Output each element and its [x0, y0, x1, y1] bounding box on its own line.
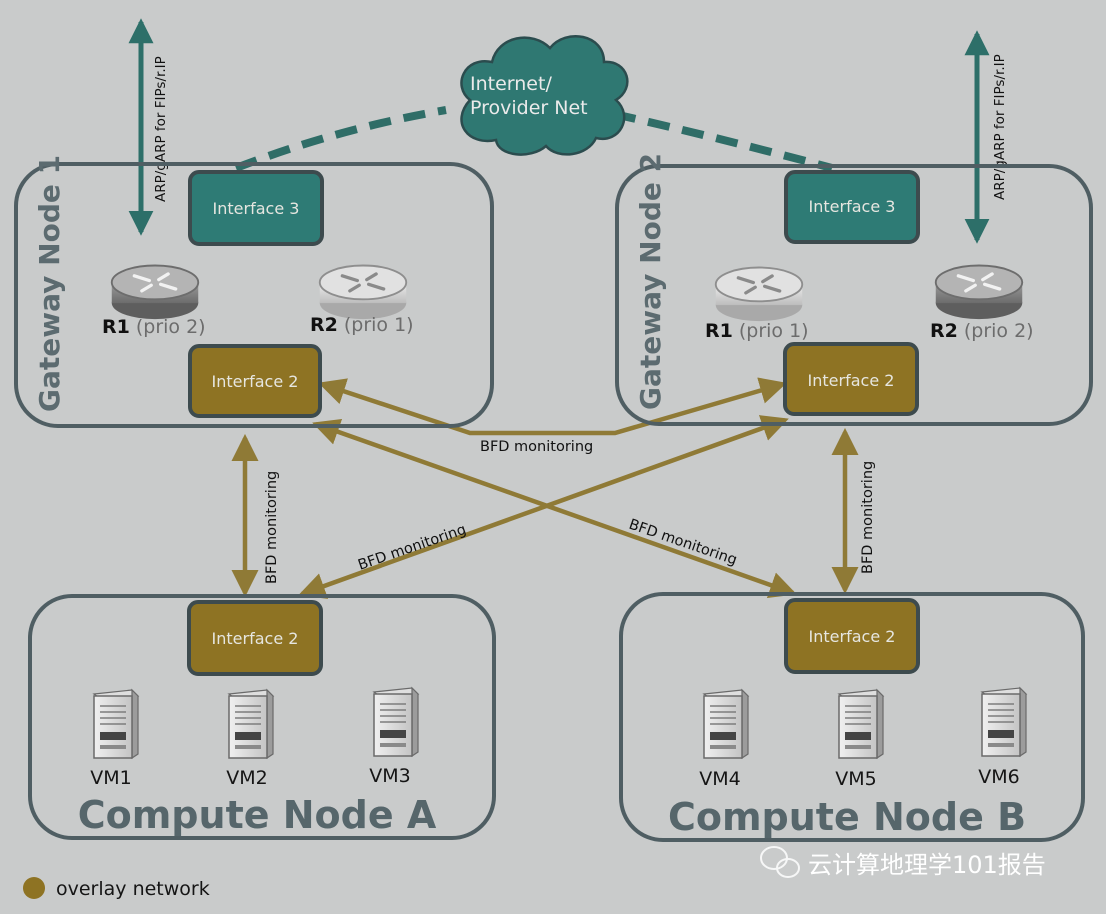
server-icon [228, 689, 274, 759]
compute-node-b-title: Compute Node B [668, 795, 1026, 839]
server-icon [981, 687, 1027, 757]
cloud-icon [460, 34, 629, 156]
server-icon [93, 689, 139, 759]
gw2-interface-2-label: Interface 2 [808, 371, 895, 390]
gateway-node-2: Gateway Node 2 Interface 3 R1 (prio 1) R2… [615, 153, 1093, 426]
bfd-link-gw1-compute-b [312, 418, 797, 599]
compute-node-a-title: Compute Node A [78, 793, 437, 837]
vm-label: VM6 [978, 766, 1019, 788]
bfd-label-gw2-compute-b: BFD monitoring [860, 461, 876, 574]
compute-b-interface-2-label: Interface 2 [809, 627, 896, 646]
provider-link-gw2 [613, 110, 834, 172]
gateway-node-1-title: Gateway Node 1 [33, 155, 66, 412]
gateway-node-1: Gateway Node 1 Interface 3 R1 (prio 2) R2… [14, 155, 494, 428]
compute-a-interface-2-label: Interface 2 [212, 629, 299, 648]
watermark-text: 云计算地理学101报告 [808, 851, 1046, 879]
vm-label: VM4 [699, 768, 740, 790]
bfd-label-gw2-compute-a: BFD monitoring [356, 522, 468, 574]
gw2-interface-3 [784, 170, 920, 244]
wechat-icon [760, 846, 800, 878]
gw1-interface-2-label: Interface 2 [212, 372, 299, 391]
gw2-r1-name: R1 [705, 320, 733, 342]
legend-swatch [23, 877, 45, 899]
cloud-label-line1: Internet/ [470, 73, 552, 95]
vm-label: VM1 [90, 767, 131, 789]
arp-label-gw1: ARP/gARP for FIPs/r.IP [153, 56, 169, 202]
bfd-label-gw1-gw2: BFD monitoring [480, 439, 593, 455]
server-icon [373, 687, 419, 757]
vm-label: VM2 [226, 767, 267, 789]
compute-node-b: Interface 2 VM4 VM5 VM6 Compute Node B [619, 592, 1085, 842]
arp-label-gw2: ARP/gARP for FIPs/r.IP [992, 54, 1008, 200]
compute-node-a: Interface 2 VM1 VM2 VM3 Compute Node A [28, 594, 496, 840]
cloud-label-line2: Provider Net [470, 97, 588, 119]
svg-text:R2(prio 1): R2 (prio 1) [310, 314, 414, 336]
compute-a-interface-2 [187, 600, 323, 676]
router-icon [110, 263, 200, 321]
server-icon [703, 689, 749, 759]
bfd-label-gw1-compute-a: BFD monitoring [264, 471, 280, 584]
router-icon [934, 263, 1024, 321]
gw1-interface-2 [188, 344, 322, 418]
vm-label: VM3 [369, 765, 410, 787]
svg-text:R1(prio 1): R1 (prio 1) [705, 320, 809, 342]
gw1-r2-prio: (prio 1) [344, 314, 414, 336]
server-icon [838, 689, 884, 759]
gw2-interface-3-label: Interface 3 [809, 197, 896, 216]
gw1-r1-prio: (prio 2) [136, 316, 206, 338]
svg-text:R2(prio 2): R2 (prio 2) [930, 320, 1034, 342]
gw1-interface-3 [188, 170, 324, 246]
gw1-r2-name: R2 [310, 314, 338, 336]
gw1-interface-3-label: Interface 3 [213, 199, 300, 218]
vm-label: VM5 [835, 768, 876, 790]
svg-text:R1(prio 2): R1 (prio 2) [102, 316, 206, 338]
gw2-r1-prio: (prio 1) [739, 320, 809, 342]
gw1-r1-name: R1 [102, 316, 130, 338]
router-icon [318, 263, 408, 321]
gateway-node-2-title: Gateway Node 2 [634, 153, 667, 410]
provider-link-gw1 [234, 106, 447, 172]
gw2-r2-name: R2 [930, 320, 958, 342]
compute-b-interface-2 [784, 598, 920, 674]
gw2-r2-prio: (prio 2) [964, 320, 1034, 342]
bfd-label-gw1-compute-b: BFD monitoring [627, 517, 739, 569]
gw2-interface-2 [783, 342, 919, 416]
router-icon [714, 265, 804, 323]
legend-label: overlay network [56, 878, 210, 900]
